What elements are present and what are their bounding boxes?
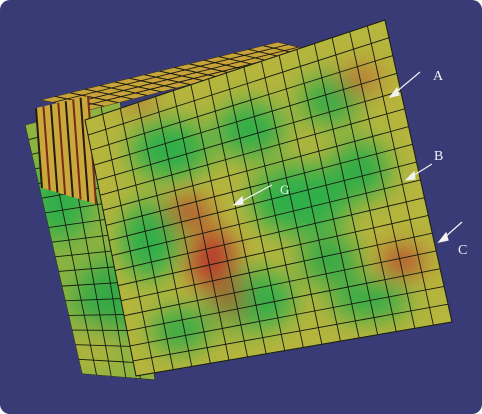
front-mesh-line [102,126,409,211]
label-a: A [433,69,444,84]
front-mesh-line [137,102,193,367]
top-mesh-line [40,42,279,101]
front-mesh-line [155,96,211,364]
front-plate [84,19,453,377]
front-mesh-line [296,49,360,338]
front-mesh-line [225,72,286,351]
front-mesh-line [366,25,434,326]
front-mesh-line [172,90,230,361]
front-mesh-line [313,43,379,335]
front-mesh-line [208,78,267,354]
front-mesh-line [105,143,413,226]
stack-edge-line [35,107,43,189]
annotations [232,71,463,243]
stack-edge-line [57,102,67,195]
stack-edge-line [79,97,90,202]
front-mesh-line [331,37,397,332]
front-mesh-line [90,55,394,151]
front-mesh-line [108,161,417,241]
front-mesh-line [126,268,441,332]
front-mesh-line [111,179,421,256]
front-mesh-line [190,84,248,358]
arrow-icon-c [437,221,463,243]
stack-edge-line [72,99,82,200]
front-mesh-line [120,232,433,302]
top-mesh-line [52,44,289,103]
front-mesh-line [96,90,401,181]
front-mesh-line [99,108,405,196]
front-mesh-line [123,250,437,317]
front-mesh-line [117,214,429,287]
front-mesh-line [129,286,445,347]
stack-edge-line [42,106,51,191]
back-mesh-line [25,124,83,375]
label-c: C [458,243,467,258]
front-mesh-line [87,37,390,136]
stack-edge-line [64,101,74,198]
front-mesh-line [93,72,397,166]
front-mesh-line [102,114,156,373]
front-mesh-line [278,55,341,342]
front-mesh-line [243,66,304,348]
label-b: B [434,149,443,164]
label-g: G [280,182,289,197]
arrow-icon-b [404,163,433,181]
front-mesh-line [132,303,449,362]
arrow-icon-a [388,71,421,98]
front-mesh-line [119,108,174,370]
front-mesh-line [261,61,323,345]
stack-edge-line [49,104,59,193]
front-mesh-line [114,197,425,272]
arrow-icon-g [232,184,273,206]
front-mesh-line [349,31,416,329]
top-mesh-line [64,46,300,106]
